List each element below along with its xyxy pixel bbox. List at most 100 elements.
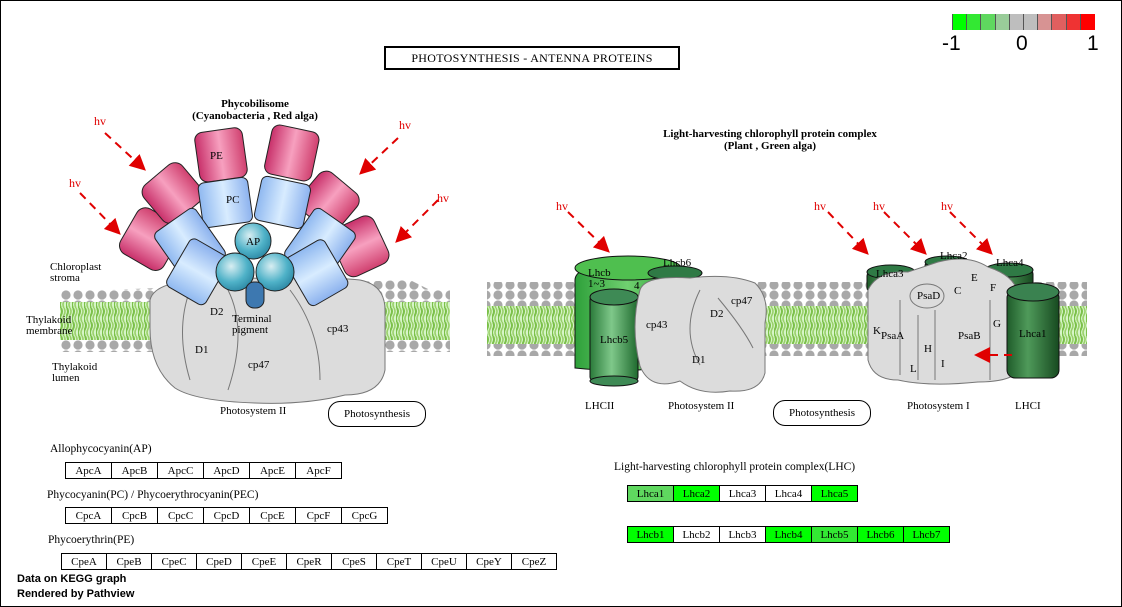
lhci-caption: LHCI (1015, 400, 1041, 412)
label-line: Thylakoid (52, 361, 98, 373)
ap-core-right (255, 252, 295, 292)
gene-box-cpea[interactable]: CpeA (61, 553, 107, 570)
label-line: membrane (26, 325, 73, 337)
cp47-label: cp47 (731, 295, 753, 307)
label-line: lumen (52, 372, 80, 384)
legend-color-cell (994, 14, 1010, 30)
psa-k-label: K (873, 325, 881, 337)
gene-box-cpcc[interactable]: CpcC (157, 507, 204, 524)
hv-label: hv (556, 199, 568, 213)
gene-box-lhca3[interactable]: Lhca3 (719, 485, 766, 502)
psaa-label: PsaA (881, 330, 905, 342)
gene-box-lhca1[interactable]: Lhca1 (627, 485, 674, 502)
light-arrows-right (567, 211, 1012, 363)
legend-color-cell (1079, 14, 1095, 30)
gene-box-cpeb[interactable]: CpeB (106, 553, 152, 570)
gene-box-cpce[interactable]: CpcE (249, 507, 296, 524)
hv-label: hv (437, 191, 449, 205)
group-label-lhc: Light-harvesting chlorophyll protein com… (614, 461, 856, 473)
lhca4-label: Lhca4 (996, 257, 1024, 269)
gene-box-apcd[interactable]: ApcD (203, 462, 250, 479)
label-line: Lhcb (588, 267, 611, 279)
lhca2-label: Lhca2 (940, 250, 968, 262)
gene-box-cpet[interactable]: CpeT (376, 553, 422, 570)
legend-color-cell (1037, 14, 1053, 30)
hv-label: hv (94, 114, 106, 128)
gene-box-cped[interactable]: CpeD (196, 553, 242, 570)
legend-tick-min: -1 (942, 32, 961, 55)
legend-color-cell (952, 14, 967, 30)
lhc-heading-line1: Light-harvesting chlorophyll protein com… (663, 128, 877, 140)
gene-box-cpca[interactable]: CpcA (65, 507, 112, 524)
gene-box-lhcb6[interactable]: Lhcb6 (857, 526, 904, 543)
phycobilisome-heading-line2: (Cyanobacteria , Red alga) (192, 110, 318, 122)
photosynthesis-link[interactable]: Photosynthesis (773, 400, 871, 426)
gene-box-cpez[interactable]: CpeZ (511, 553, 557, 570)
group-label-ap: Allophycocyanin(AP) (50, 443, 152, 455)
lhcb1-3-label: Lhcb 1~3 (588, 268, 611, 290)
group-label-pe: Phycoerythrin(PE) (48, 534, 135, 546)
cp43-label: cp43 (327, 323, 349, 335)
gene-box-apcc[interactable]: ApcC (157, 462, 204, 479)
terminal-pigment-label: Terminal pigment (232, 314, 272, 336)
gene-box-lhcb1[interactable]: Lhcb1 (627, 526, 674, 543)
thylakoid-membrane-label: Thylakoid membrane (26, 315, 72, 337)
label-line: Chloroplast (50, 261, 102, 273)
lhcb6-label: Lhcb6 (663, 257, 692, 269)
label-line: Terminal (232, 313, 272, 325)
gene-box-lhcb7[interactable]: Lhcb7 (903, 526, 950, 543)
gene-box-cpee[interactable]: CpeE (241, 553, 287, 570)
ap-core-left (215, 252, 255, 292)
gene-box-lhcb5[interactable]: Lhcb5 (811, 526, 858, 543)
hv-label: hv (873, 199, 885, 213)
gene-box-cpes[interactable]: CpeS (331, 553, 377, 570)
gene-box-apcf[interactable]: ApcF (295, 462, 342, 479)
psab-label: PsaB (958, 330, 981, 342)
lhcb5-label: Lhcb5 (600, 334, 629, 346)
label-line: Thylakoid (26, 314, 72, 326)
legend-color-cell (966, 14, 982, 30)
legend-color-cell (980, 14, 996, 30)
footer-kegg: Data on KEGG graph (17, 573, 127, 585)
gene-box-cpec[interactable]: CpeC (151, 553, 197, 570)
gene-box-lhcb4[interactable]: Lhcb4 (765, 526, 812, 543)
hv-label: hv (399, 118, 411, 132)
gene-box-cpcf[interactable]: CpcF (295, 507, 342, 524)
gene-box-lhca4[interactable]: Lhca4 (765, 485, 812, 502)
gene-box-lhcb3[interactable]: Lhcb3 (719, 526, 766, 543)
gene-box-apcb[interactable]: ApcB (111, 462, 158, 479)
terminal-pigment-shape (245, 281, 265, 309)
thylakoid-lumen-label: Thylakoid lumen (52, 362, 97, 384)
gene-box-cper[interactable]: CpeR (286, 553, 332, 570)
gene-box-cpeu[interactable]: CpeU (421, 553, 467, 570)
legend-color-cell (1008, 14, 1024, 30)
gene-box-lhca5[interactable]: Lhca5 (811, 485, 858, 502)
gene-box-cpcg[interactable]: CpcG (341, 507, 388, 524)
gene-box-apce[interactable]: ApcE (249, 462, 296, 479)
chloroplast-stroma-label: Chloroplast stroma (50, 262, 101, 284)
group-label-pc: Phycocyanin(PC) / Phycoerythrocyanin(PEC… (47, 489, 259, 501)
photosynthesis-link[interactable]: Photosynthesis (328, 401, 426, 427)
gene-box-cpcb[interactable]: CpcB (111, 507, 158, 524)
psa-e-label: E (971, 272, 978, 284)
gene-box-cpey[interactable]: CpeY (466, 553, 512, 570)
psad-label: PsaD (917, 290, 941, 302)
gene-box-apca[interactable]: ApcA (65, 462, 112, 479)
gene-box-lhca2[interactable]: Lhca2 (673, 485, 720, 502)
gene-box-cpcd[interactable]: CpcD (203, 507, 250, 524)
lhcii-caption: LHCII (585, 400, 615, 412)
phycobilisome (119, 124, 390, 309)
label-line: stroma (50, 272, 80, 284)
lhca1-label: Lhca1 (1019, 328, 1047, 340)
lhc-heading: Light-harvesting chlorophyll protein com… (640, 128, 900, 152)
gene-box-lhcb2[interactable]: Lhcb2 (673, 526, 720, 543)
right-photosystem-ii (634, 275, 767, 393)
legend-color-cell (1023, 14, 1038, 30)
cp43-label: cp43 (646, 319, 668, 331)
legend-color-cell (1065, 14, 1081, 30)
legend-tick-max: 1 (1087, 32, 1099, 55)
d2-label: D2 (210, 306, 224, 318)
label-line: 1~3 (588, 278, 605, 290)
